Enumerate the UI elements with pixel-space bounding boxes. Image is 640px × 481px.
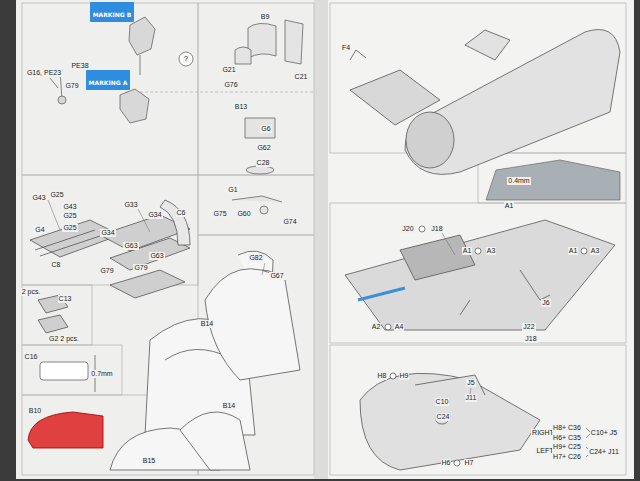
- right-page: [322, 0, 634, 479]
- callout-number: G43: [31, 194, 46, 202]
- c16-detail: [40, 355, 95, 392]
- callout-number: C10+ J5: [590, 429, 618, 437]
- callout-number: B9: [260, 13, 271, 21]
- callout-number: PE38: [70, 62, 89, 70]
- callout-number: H6+ C35: [552, 434, 582, 442]
- callout-number: A4: [394, 323, 405, 331]
- callout-number: G6: [260, 125, 271, 133]
- callout-number: G75: [212, 210, 227, 218]
- callout-number: C6: [176, 209, 187, 217]
- b10-red-part: [28, 412, 103, 448]
- callout-number: G25: [62, 224, 77, 232]
- callout-number: B10: [28, 407, 42, 415]
- callout-number: H8+ C36: [552, 424, 582, 432]
- callout-number: G33: [123, 201, 138, 209]
- callout-number: J11: [465, 394, 478, 402]
- wing-tip: [486, 160, 620, 200]
- engine-nacelle: [360, 373, 540, 470]
- wing: [345, 220, 615, 330]
- callout-number: A3: [486, 247, 497, 255]
- callout-number: G74: [282, 218, 297, 226]
- gutter: [314, 0, 328, 479]
- callout-number: G43: [62, 203, 77, 211]
- seat-parts: [232, 20, 303, 214]
- callout-number: J20: [401, 225, 414, 233]
- callout-number: G60: [236, 210, 251, 218]
- callout-number: G34: [147, 211, 162, 219]
- callout-number: A1: [568, 247, 579, 255]
- callout-number: H9+ C25: [552, 443, 582, 451]
- callout-number: G21: [221, 66, 236, 74]
- callout-number: B14: [222, 402, 236, 410]
- callout-number: H9: [399, 372, 410, 380]
- callout-number: G79: [64, 82, 79, 90]
- callout-number: G67: [269, 272, 284, 280]
- callout-number: G63: [149, 252, 164, 260]
- left-page: [16, 0, 322, 479]
- callout-number: C24: [436, 413, 451, 421]
- fuselage: [350, 30, 620, 175]
- callout-number: G34: [100, 229, 115, 237]
- callout-number: A1: [504, 202, 515, 210]
- callout-number: C10: [435, 398, 450, 406]
- callout-number: G25: [62, 212, 77, 220]
- callout-number: G16, PE23: [26, 69, 62, 77]
- callout-number: 0.7mm: [90, 370, 113, 378]
- callout-number: B14: [200, 320, 214, 328]
- marking-label: MARKING A: [89, 79, 128, 86]
- callout-number: G76: [223, 81, 238, 89]
- callout-number: G82: [248, 254, 263, 262]
- marking-tab: MARKING B: [90, 2, 135, 22]
- callout-number: G62: [256, 144, 271, 152]
- marking-tab: MARKING A: [86, 70, 131, 90]
- callout-number: H7+ C26: [552, 453, 582, 461]
- callout-number: J5: [466, 379, 475, 387]
- callout-number: J18: [524, 335, 537, 343]
- callout-number: H8: [377, 372, 388, 380]
- callout-number: G79: [99, 267, 114, 275]
- panel-frames: [22, 3, 626, 475]
- callout-number: 0.4mm: [507, 177, 530, 185]
- callout-number: ?: [183, 55, 189, 63]
- callout-number: G1: [227, 186, 238, 194]
- callout-number: H7: [464, 459, 475, 467]
- callout-number: J18: [430, 225, 443, 233]
- callout-number: A3: [590, 247, 601, 255]
- callout-number: G2 2 pcs.: [48, 335, 80, 343]
- leader-lines: [48, 200, 471, 394]
- callout-number: B13: [234, 103, 248, 111]
- callout-number: J6: [541, 299, 550, 307]
- join-symbols: [385, 226, 587, 466]
- callout-number: F4: [341, 44, 351, 52]
- callout-number: C24+ J11: [588, 448, 620, 456]
- callout-number: C13: [58, 295, 73, 303]
- callout-number: G79: [133, 264, 148, 272]
- query-circle: [179, 52, 193, 66]
- callout-number: C28: [256, 159, 271, 167]
- callout-number: G25: [49, 191, 64, 199]
- cockpit-parts: [50, 17, 155, 123]
- callout-number: A2: [371, 323, 382, 331]
- callout-number: B15: [142, 457, 156, 465]
- callout-number: A1: [462, 247, 473, 255]
- marking-label: MARKING B: [93, 11, 132, 18]
- callout-number: G4: [34, 226, 45, 234]
- callout-number: J22: [522, 323, 535, 331]
- callout-number: H6: [441, 459, 452, 467]
- gun-assembly: [30, 200, 190, 333]
- callout-number: C21: [294, 73, 309, 81]
- callout-number: G63: [123, 242, 138, 250]
- callout-number: 2 pcs.: [21, 288, 42, 296]
- canopy-parts: [110, 251, 300, 470]
- callout-number: C8: [51, 261, 62, 269]
- callout-number: C16: [24, 353, 39, 361]
